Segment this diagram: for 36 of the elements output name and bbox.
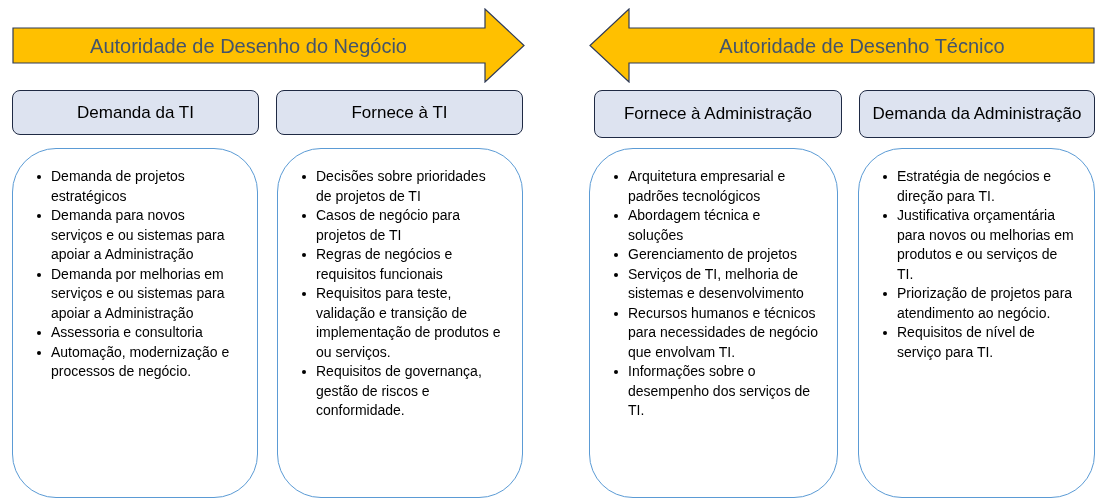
banner-title: Autoridade de Desenho Técnico bbox=[719, 33, 1005, 59]
bullet-item: Demanda por melhorias em serviços e ou sistemas para apoiar a Administração bbox=[51, 264, 226, 323]
header-title: Demanda da TI bbox=[77, 102, 194, 123]
bullet-item: Casos de negócio para projetos de TI bbox=[316, 206, 461, 245]
header-box bbox=[276, 90, 523, 135]
bullet-item: Regras de negócios e requisitos funcionais bbox=[316, 245, 454, 284]
header-title: Fornece à Administração bbox=[623, 104, 812, 124]
bullet-item: Priorização de projetos para atendimento ao negócio. bbox=[897, 284, 1074, 323]
bullet-item: Arquitetura empresarial e padrões tecnológicos bbox=[628, 167, 787, 206]
rounded-panel bbox=[589, 148, 838, 498]
bullet-item: Requisitos de governança, gestão de riscos e conformidade. bbox=[316, 362, 483, 420]
banner-title: Autoridade de Desenho do Negócio bbox=[90, 33, 407, 59]
header-title: Demanda da Administração bbox=[872, 104, 1082, 124]
bullet-item: Gerenciamento de projetos bbox=[628, 245, 797, 264]
bullet-item: Estratégia de negócios e direção para TI. bbox=[897, 167, 1053, 206]
header-title: Fornece à TI bbox=[351, 102, 448, 123]
bullet-item: Requisitos para teste, validação e transição de implementação de produtos e ou serviços. bbox=[316, 284, 502, 362]
bullet-item: Demanda de projetos estratégicos bbox=[51, 167, 186, 206]
bullet-item: Serviços de TI, melhoria de sistemas e desenvolvimento bbox=[628, 264, 805, 303]
bullet-item: Requisitos de nível de serviço para TI. bbox=[897, 323, 1036, 362]
rounded-panel bbox=[277, 148, 523, 498]
bullet-item: Recursos humanos e técnicos para necessidades de negócio que envolvam TI. bbox=[628, 303, 819, 362]
bullet-item: Informações sobre o desempenho dos serviços de TI. bbox=[628, 362, 812, 420]
header-box bbox=[12, 90, 259, 135]
bullet-item: Demanda para novos serviços e ou sistemas para apoiar a Administração bbox=[51, 206, 226, 264]
bullet-item: Justificativa orçamentária para novos ou melhorias em produtos e ou serviços de TI. bbox=[897, 206, 1075, 284]
header-box bbox=[859, 90, 1095, 138]
bullet-item: Decisões sobre prioridades de projetos de TI bbox=[316, 167, 487, 206]
rounded-panel bbox=[12, 148, 258, 498]
banner-arrow bbox=[589, 8, 1095, 83]
banner-arrow bbox=[12, 8, 525, 83]
bullet-item: Abordagem técnica e soluções bbox=[628, 206, 762, 245]
bullet-item: Automação, modernização e processos de negócio. bbox=[51, 342, 231, 381]
bullet-item: Assessoria e consultoria bbox=[51, 323, 203, 342]
rounded-panel bbox=[858, 148, 1095, 498]
header-box bbox=[594, 90, 842, 138]
